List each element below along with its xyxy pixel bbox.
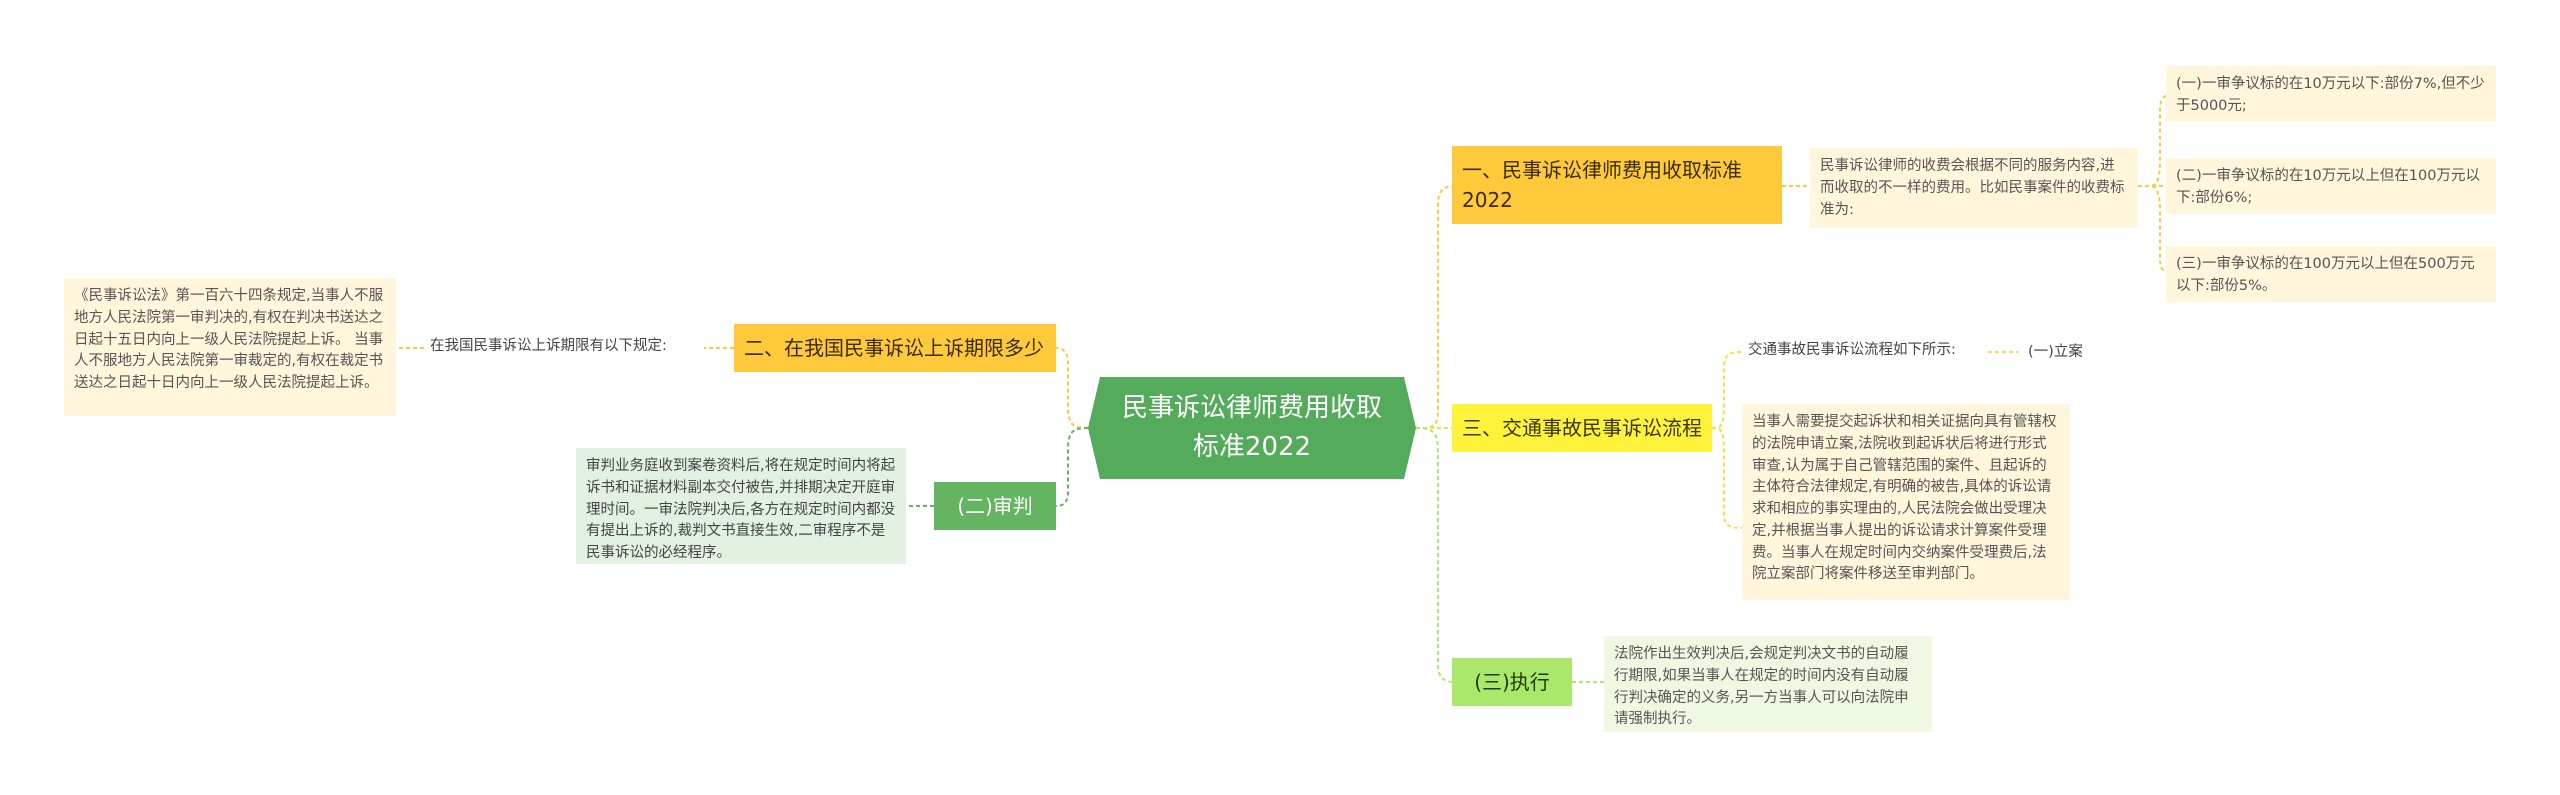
traffic-filing-detail[interactable]: 当事人需要提交起诉状和相关证据向具有管辖权的法院申请立案,法院收到起诉状后将进行…: [1742, 404, 2070, 600]
traffic-process-intro[interactable]: 交通事故民事诉讼流程如下所示:: [1742, 338, 1988, 366]
link-center-appeal: [1055, 347, 1089, 429]
fee-item-3[interactable]: (三)一审争议标的在100万元以上但在500万元以下:部份5%。: [2166, 246, 2496, 302]
fee-standards-intro[interactable]: 民事诉讼律师的收费会根据不同的服务内容,进而收取的不一样的费用。比如民事案件的收…: [1810, 148, 2138, 228]
branch-trial[interactable]: (二)审判: [934, 482, 1056, 530]
link-center-exec: [1415, 427, 1457, 683]
link-traffic-detail: [1712, 427, 1743, 529]
branch-appeal-period[interactable]: 二、在我国民事诉讼上诉期限多少: [734, 324, 1056, 372]
trial-detail[interactable]: 审判业务庭收到案卷资料后,将在规定时间内将起诉书和证据材料副本交付被告,并排期决…: [576, 448, 906, 564]
traffic-step-filing[interactable]: (一)立案: [2018, 338, 2114, 368]
link-traffic-intro: [1712, 351, 1743, 429]
appeal-period-detail[interactable]: 《民事诉讼法》第一百六十四条规定,当事人不服地方人民法院第一审判决的,有权在判决…: [64, 278, 396, 416]
link-center-fees: [1415, 185, 1457, 430]
branch-execution[interactable]: (三)执行: [1452, 658, 1572, 706]
center-topic[interactable]: 民事诉讼律师费用收取标准2022: [1088, 377, 1416, 479]
branch-fee-standards[interactable]: 一、民事诉讼律师费用收取标准2022: [1452, 146, 1782, 224]
link-center-trial: [1055, 427, 1089, 507]
link-fee-item-1: [2138, 93, 2177, 187]
branch-traffic-litigation[interactable]: 三、交通事故民事诉讼流程: [1452, 404, 1712, 452]
fee-item-1[interactable]: (一)一审争议标的在10万元以下:部份7%,但不少于5000元;: [2166, 66, 2496, 122]
fee-item-2[interactable]: (二)一审争议标的在10万元以上但在100万元以下:部份6%;: [2166, 158, 2496, 214]
execution-detail[interactable]: 法院作出生效判决后,会规定判决文书的自动履行期限,如果当事人在规定的时间内没有自…: [1604, 636, 1932, 732]
appeal-period-intro[interactable]: 在我国民事诉讼上诉期限有以下规定:: [424, 334, 704, 362]
